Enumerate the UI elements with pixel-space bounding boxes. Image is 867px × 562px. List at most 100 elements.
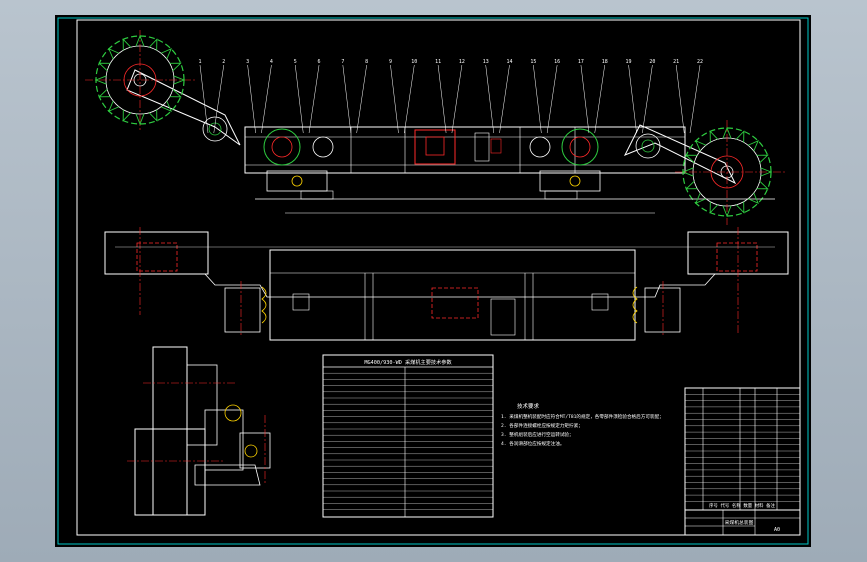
cutter-tooth [108, 100, 120, 112]
cutter-tooth [135, 113, 145, 126]
drawing-name: 采煤机总装图 [725, 519, 754, 526]
cutter-tooth [135, 34, 145, 47]
note-3: 3. 整机组装后应进行空运转试验； [501, 431, 574, 438]
leader-line [499, 64, 510, 134]
cutter-tooth [735, 130, 745, 143]
left-drum-top [104, 231, 209, 275]
balloon-number: 1 [198, 59, 201, 65]
cutter-tooth [173, 75, 186, 85]
cutter-tooth [756, 154, 769, 164]
body-top-outline [269, 249, 636, 341]
inner-frame [76, 19, 801, 536]
cutter-tooth [685, 154, 698, 164]
cutter-tooth [722, 126, 732, 139]
cutter-tooth [108, 48, 120, 60]
leader-line [390, 64, 399, 134]
cutter-tooth [735, 201, 745, 214]
tech-notes: 技术要求 1. 采煤机整机装配时应符合MT/T81的规定，各零部件须检验合格后方… [501, 402, 664, 447]
balloon-number: 3 [246, 59, 249, 65]
cutter-tooth [685, 180, 698, 190]
cutter-tooth [169, 62, 182, 72]
balloon-number: 4 [270, 59, 273, 65]
balloon-number: 7 [341, 59, 344, 65]
note-2: 2. 各部件连接螺栓应按规定力矩拧紧； [501, 422, 583, 429]
cutter-tooth [695, 140, 707, 152]
left-ranging-arm [126, 69, 241, 146]
leader-line [628, 64, 637, 134]
cutter-tooth [160, 100, 172, 112]
cutter-tooth [695, 192, 707, 204]
leader-line [675, 64, 685, 134]
cutter-tooth [160, 48, 172, 60]
balloon-number: 13 [483, 59, 489, 65]
leader-line [261, 64, 272, 134]
parts-list-header: 序号 代号 名称 数量 材料 备注 [709, 502, 776, 509]
top-view [104, 227, 789, 341]
cutter-tooth [747, 192, 759, 204]
leader-line [342, 64, 352, 134]
tech-table-title: MG400/930-WD 采煤机主要技术参数 [364, 358, 452, 366]
side-view [127, 346, 271, 516]
machine-body [244, 126, 686, 174]
sheet-label: A0 [774, 527, 780, 533]
cutter-tooth [148, 109, 158, 122]
leader-line [437, 64, 447, 134]
balloon-number: 5 [294, 59, 297, 65]
leader-line [199, 64, 209, 134]
balloon-number: 9 [389, 59, 392, 65]
balloon-number: 19 [626, 59, 632, 65]
parts-list: 序号 代号 名称 数量 材料 备注 [684, 387, 801, 511]
tech-table: MG400/930-WD 采煤机主要技术参数 [322, 354, 494, 518]
leader-line [294, 64, 304, 134]
leader-line [580, 64, 590, 134]
balloon-number: 14 [507, 59, 513, 65]
leader-line [213, 64, 225, 134]
leader-line [594, 64, 606, 134]
note-4: 4. 各润滑部位应按规定注油。 [501, 440, 564, 447]
leader-line [689, 64, 701, 134]
cutter-tooth [756, 180, 769, 190]
balloon-number: 11 [435, 59, 441, 65]
balloon-number: 10 [411, 59, 417, 65]
leader-line [451, 64, 463, 134]
cutter-tooth [709, 201, 719, 214]
cutter-tooth [148, 38, 158, 51]
balloon-number: 15 [530, 59, 536, 65]
cutter-tooth [681, 167, 694, 177]
cutter-tooth [709, 130, 719, 143]
cutter-tooth [122, 38, 132, 51]
notes-title: 技术要求 [517, 402, 540, 410]
electric-control-box [414, 129, 456, 165]
cutter-tooth [122, 109, 132, 122]
cutter-tooth [169, 88, 182, 98]
left-gear [263, 128, 301, 166]
leader-line [485, 64, 494, 134]
cutter-tooth [722, 205, 732, 218]
right-ranging-arm [623, 124, 737, 185]
right-gear [561, 128, 599, 166]
leader-line [308, 64, 320, 134]
note-1: 1. 采煤机整机装配时应符合MT/T81的规定，各零部件须检验合格后方可装配； [501, 413, 664, 420]
balloon-number: 21 [673, 59, 679, 65]
balloon-number: 12 [459, 59, 465, 65]
balloon-number: 8 [365, 59, 368, 65]
balloon-number: 2 [222, 59, 225, 65]
balloon-number: 6 [318, 59, 321, 65]
balloon-number: 17 [578, 59, 584, 65]
left-traction-unit [266, 170, 328, 192]
leader-line [247, 64, 256, 134]
cutter-tooth [747, 140, 759, 152]
leader-line [356, 64, 367, 134]
cutter-tooth [94, 75, 107, 85]
leader-line [546, 64, 558, 134]
cutter-tooth [760, 167, 773, 177]
balloon-number: 22 [697, 59, 703, 65]
cutter-tooth [98, 62, 111, 72]
title-block: 采煤机总装图 A0 [684, 509, 801, 536]
balloon-number: 16 [554, 59, 560, 65]
